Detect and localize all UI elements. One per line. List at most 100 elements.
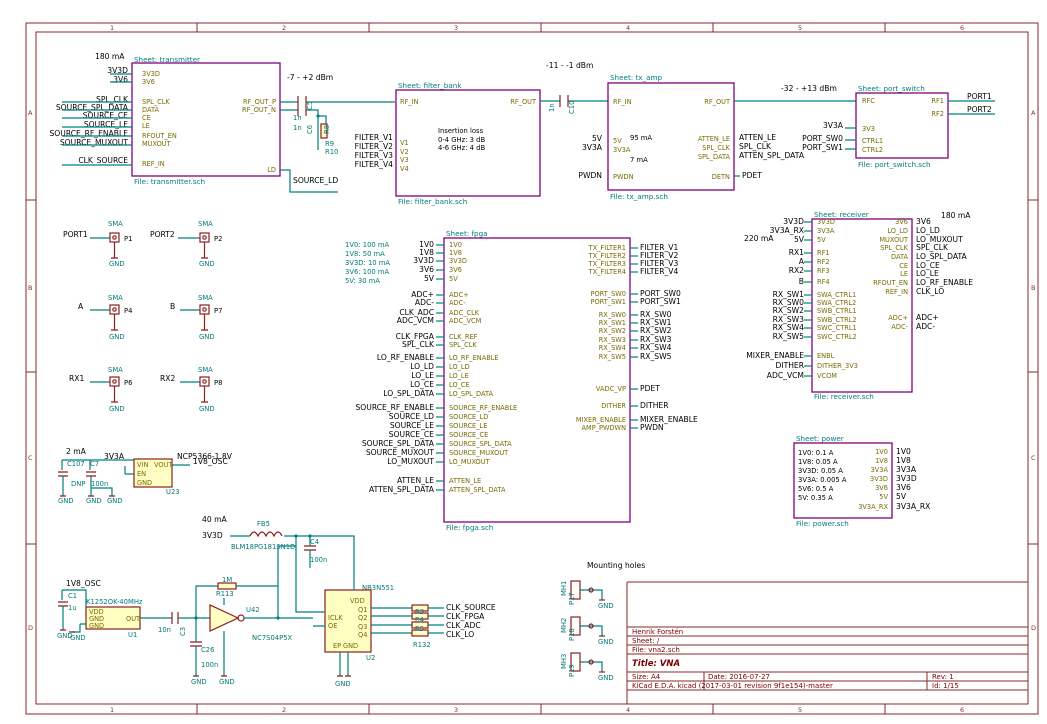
sheet-port-switch[interactable]: Sheet: port_switch File: port_switch.sch…	[802, 84, 995, 169]
svg-text:PORT1: PORT1	[63, 230, 88, 239]
fpga-pin-label: LO_SPL_DATA	[449, 390, 494, 398]
svg-text:SOURCE_CE: SOURCE_CE	[83, 111, 128, 120]
sheet-box	[131, 62, 281, 177]
receiver-pin-label: SPL_CLK	[880, 244, 908, 252]
svg-text:1n: 1n	[293, 114, 302, 122]
svg-text:RF_IN: RF_IN	[400, 98, 419, 106]
receiver-pin-label: RF3	[817, 267, 830, 275]
connector-p2[interactable]: SMA PORT2 P2 GND	[150, 220, 222, 268]
fpga-pin-label: LO_LE	[449, 372, 469, 380]
fpga-net-label: LO_RF_ENABLE	[377, 353, 434, 362]
svg-text:V1: V1	[400, 139, 409, 147]
fpga-net-label: RX_SW2	[640, 326, 672, 335]
sheet-file: File: fpga.sch	[446, 523, 493, 532]
svg-text:3V3A: 3V3A	[582, 143, 603, 152]
connector-p6[interactable]: SMA RX1 P6 GND	[69, 366, 132, 413]
tb-tool: KiCad E.D.A. kicad (2017-03-01 revision …	[632, 682, 833, 690]
sheet-box	[395, 89, 541, 197]
fpga-pin-label: ADC+	[449, 291, 469, 299]
fpga-net-label: PORT_SW1	[640, 297, 681, 306]
fpga-net-label: RX_SW0	[640, 310, 672, 319]
svg-text:GND: GND	[199, 405, 215, 413]
fpga-pin-label: AMP_PWDWN	[582, 424, 627, 432]
svg-text:GND: GND	[343, 642, 358, 650]
fpga-pin-label: SOURCE_LD	[449, 413, 488, 421]
svg-text:P17: P17	[568, 592, 576, 605]
fpga-net-label: 1V0	[419, 240, 434, 249]
svg-text:R5: R5	[415, 625, 424, 633]
ferrite-fb5[interactable]: 40 mA 3V3D FB5 BLM18PG181SN1D C4 100n	[202, 515, 355, 613]
connector-p1[interactable]: SMA PORT1 P1 GND	[63, 220, 132, 268]
svg-text:U42: U42	[246, 606, 260, 614]
power-pin-label: 3V3D	[870, 475, 888, 483]
svg-text:Q1: Q1	[358, 606, 367, 614]
filter-nets: FILTER_V1 FILTER_V2 FILTER_V3 FILTER_V4	[355, 133, 393, 169]
svg-text:GND: GND	[335, 680, 351, 688]
sheet-file: File: port_switch.sch	[858, 160, 931, 169]
svg-text:3V3D: 0.05 A: 3V3D: 0.05 A	[798, 467, 843, 475]
receiver-pin-label: LE	[900, 270, 908, 278]
svg-text:MUXOUT: MUXOUT	[142, 140, 172, 148]
fpga-net-label: CLK_ADC	[399, 308, 434, 317]
fpga-net-label: LO_LD	[410, 362, 434, 371]
fpga-current-notes: 1V0: 100 mA 1V8: 50 mA 3V3D: 10 mA 3V6: …	[345, 241, 390, 285]
mounting-holes[interactable]: Mounting holes MH1 P17 GND MH2 P18 GND M…	[560, 561, 645, 682]
row-label: B	[28, 284, 32, 292]
svg-text:ATTEN_LE: ATTEN_LE	[698, 135, 730, 143]
svg-text:EP: EP	[333, 642, 341, 650]
sheet-tx-amp[interactable]: Sheet: tx_amp File: tx_amp.sch RF_IN RF_…	[578, 73, 856, 201]
connector-p8[interactable]: SMA RX2 P8 GND	[160, 366, 222, 413]
svg-text:5V: 5V	[613, 137, 622, 145]
fpga-pin-label: RX_SW1	[599, 319, 626, 327]
sheet-receiver[interactable]: 180 mA 220 mA Sheet: receiver File: rece…	[744, 210, 973, 401]
fpga-pin-label: SPL_CLK	[449, 341, 477, 349]
sheet-title: Sheet: transmitter	[134, 55, 200, 64]
sheet-fpga[interactable]: Sheet: fpga File: fpga.sch 1V0: 100 mA 1…	[345, 229, 698, 532]
buffer-u42[interactable]: 10n C3 1M R113 U42 NC7S04P5X C26 100n GN…	[158, 545, 313, 686]
receiver-net-label: CLK_LO	[916, 287, 944, 296]
svg-text:C107: C107	[67, 460, 85, 468]
fpga-pin-label: 5V	[449, 275, 458, 283]
svg-text:C4: C4	[310, 538, 319, 546]
receiver-current-2: 220 mA	[744, 234, 774, 243]
regulator-u23[interactable]: 2 mA 3V3A NCP5366-1.8V 1V8_OSC VIN VOUT …	[58, 447, 233, 505]
sheet-power[interactable]: Sheet: power File: power.sch 1V0: 0.1 A …	[793, 434, 930, 528]
svg-text:LE: LE	[142, 122, 150, 130]
svg-text:GND: GND	[598, 638, 614, 646]
svg-text:C5: C5	[306, 101, 314, 110]
receiver-net-label: ADC-	[916, 322, 935, 331]
svg-text:SMA: SMA	[108, 220, 123, 228]
fpga-pin-label: PORT_SW1	[591, 298, 627, 306]
fpga-net-label: ADC_VCM	[397, 316, 434, 325]
svg-text:FILTER_V4: FILTER_V4	[355, 160, 393, 169]
svg-text:1V0: 0.1 A: 1V0: 0.1 A	[798, 449, 834, 457]
fpga-net-label: CLK_FPGA	[396, 332, 435, 341]
svg-text:V2: V2	[400, 148, 409, 156]
svg-text:GND: GND	[89, 615, 104, 623]
connector-p4[interactable]: SMA A P4 GND	[78, 294, 132, 341]
svg-text:1u: 1u	[68, 604, 77, 612]
fpga-net-label: DITHER	[640, 401, 669, 410]
receiver-pin-label: VCOM	[817, 372, 837, 380]
svg-text:P8: P8	[214, 379, 222, 387]
fpga-net-label: SOURCE_RF_ENABLE	[355, 403, 434, 412]
sheet-title: Sheet: filter_bank	[398, 81, 462, 90]
svg-text:LD: LD	[267, 166, 276, 174]
svg-text:GND: GND	[109, 333, 125, 341]
clockbuf-u2[interactable]: NB3N551 ICLK OE VDD Q1 Q2 Q3 Q4 GND EP U…	[313, 580, 496, 688]
connector-p7[interactable]: SMA B P7 GND	[170, 294, 222, 341]
oscillator-u1[interactable]: 1V8_OSC C1 1u K1252OK-40MHz VDD GND GND …	[57, 579, 172, 642]
title-block: Henrik Forstén Sheet: / File: vna2.sch T…	[626, 581, 1028, 704]
fpga-pin-label: TX_FILTER4	[588, 268, 626, 276]
tb-file: File: vna2.sch	[632, 646, 680, 654]
sheet-filter-bank[interactable]: Sheet: filter_bank File: filter_bank.sch…	[355, 61, 608, 206]
tb-rev: Rev: 1	[932, 673, 954, 681]
receiver-net-label: LO_LE	[916, 269, 939, 278]
fpga-pin-label: ADC_VCM	[449, 317, 482, 325]
receiver-net-label: LO_MUXOUT	[916, 235, 963, 244]
sheet-transmitter[interactable]: 180 mA Sheet: transmitter File: transmit…	[49, 52, 338, 193]
svg-text:SPL_DATA: SPL_DATA	[698, 153, 731, 161]
svg-text:ICLK: ICLK	[328, 614, 343, 622]
